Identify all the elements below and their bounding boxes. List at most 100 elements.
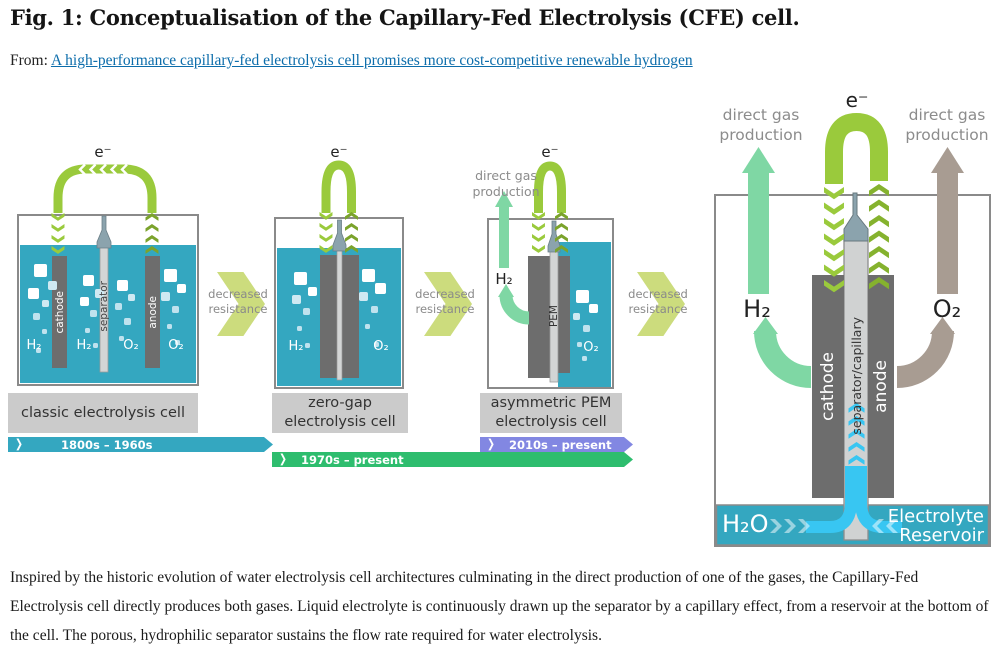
chevron-icon: [319, 212, 333, 220]
chevron-left-icon: [99, 163, 107, 176]
chevron-icon: [555, 245, 568, 253]
o2-label: O₂: [932, 295, 962, 323]
chevron-left-icon: [120, 163, 128, 176]
h2-label: H₂: [26, 338, 42, 353]
chevron-icon: [824, 280, 844, 293]
chevron-icon: [869, 199, 889, 212]
o2-label: O₂: [373, 339, 389, 354]
chevron-icon: [555, 223, 568, 231]
direct-gas-production-note: direct gas production: [719, 106, 803, 144]
chevron-icon: [345, 234, 358, 242]
chevron-icon: [848, 403, 865, 413]
anode-pem: [558, 256, 570, 373]
from-label: From:: [10, 52, 48, 69]
chevron-icon: [555, 212, 568, 220]
anode-cfe: [868, 275, 894, 498]
chevron-icon: [145, 235, 159, 243]
chevron-icon: [869, 230, 889, 243]
chevron-icon: [869, 246, 889, 259]
electron-label: e⁻: [94, 143, 112, 161]
chevron-icon: [319, 234, 333, 242]
gas-bubbles: [0, 0, 1, 1]
h2o-label: H₂O: [722, 510, 769, 538]
chevron-icon: [869, 261, 889, 274]
chevron-icon: [145, 213, 159, 221]
electron-path-arc-cfe: [825, 112, 888, 184]
anode-label: anode: [871, 360, 891, 413]
o2-gas-curve-head: [930, 317, 955, 334]
chevron-icon: [848, 416, 865, 426]
chevron-icon: [869, 277, 889, 290]
chevron-left-icon: [78, 163, 86, 176]
cell-caption-pem: asymmetric PEM electrolysis cell: [480, 393, 622, 433]
chevron-icon: [824, 264, 844, 277]
o2-gas-curve: [896, 330, 954, 388]
chevron-icon: [319, 223, 333, 231]
source-line: From: A high-performance capillary-fed e…: [10, 52, 693, 70]
timeline-label: 1800s – 1960s: [60, 437, 153, 452]
chevron-icon: [51, 235, 65, 243]
timeline-bar-zerogap: ❯ 1970s – present: [272, 452, 633, 467]
h2-gas-curve-head: [753, 317, 778, 334]
reservoir-label: Electrolyte Reservoir: [887, 506, 984, 546]
chevron-icon: [824, 187, 844, 200]
h2-gas-arrow: [748, 170, 769, 294]
transition-arrow: decreased resistance: [409, 272, 481, 336]
timeline-bar-pem: ❯ 2010s – present: [480, 437, 633, 452]
h2-gas-arrow: [499, 205, 509, 268]
figure-caption: Inspired by the historic evolution of wa…: [10, 569, 989, 644]
cathode-pem: [528, 256, 550, 378]
cathode-label: cathode: [53, 290, 66, 334]
chevron-icon: [532, 245, 545, 253]
chevron-icon: [848, 429, 865, 439]
cathode-classic: [52, 256, 67, 368]
decreased-resistance-label: decreased resistance: [628, 287, 688, 316]
timeline-bar-classic: ❯ 1800s – 1960s: [8, 437, 273, 452]
h2-label: H₂: [495, 270, 513, 288]
anode-zerogap: [342, 255, 359, 378]
capillary-flow-left: [806, 466, 857, 533]
chevron-icon: [824, 233, 844, 246]
timeline-chevron-icon: ❯: [487, 437, 495, 452]
timeline-label: 2010s – present: [508, 437, 612, 452]
timeline-chevron-icon: ❯: [15, 437, 23, 452]
figure-title: Fig. 1: Conceptualisation of the Capilla…: [10, 5, 800, 30]
chevron-icon: [824, 202, 844, 215]
h2-gas-curve-head: [498, 284, 514, 297]
chevron-icon: [848, 455, 865, 465]
decreased-resistance-label: decreased resistance: [208, 287, 268, 316]
separator-stem: [96, 215, 112, 249]
anode-label: anode: [146, 295, 159, 329]
chevron-left-icon: [88, 163, 97, 176]
chevron-icon: [555, 234, 568, 242]
chevron-icon: [824, 249, 844, 262]
chevron-icon: [51, 246, 65, 254]
chevron-icon: [345, 223, 358, 231]
timeline-chevron-icon: ❯: [279, 452, 287, 467]
anode-classic: [145, 256, 160, 368]
electron-path-arc: [534, 161, 566, 213]
cathode-label: cathode: [818, 352, 838, 421]
chevron-icon: [345, 245, 358, 253]
o2-label: O₂: [168, 338, 184, 353]
timeline-label: 1970s – present: [300, 452, 404, 467]
chevron-icon: [532, 212, 545, 220]
h2-label: H₂: [743, 295, 771, 323]
direct-gas-production-note: direct gas production: [472, 168, 540, 199]
chevron-icon: [798, 519, 810, 533]
chevron-icon: [532, 234, 545, 242]
electron-path-arc: [321, 160, 356, 213]
electron-label: e⁻: [845, 88, 869, 112]
direct-gas-production-note: direct gas production: [905, 106, 989, 144]
source-article-link[interactable]: A high-performance capillary-fed electro…: [50, 52, 693, 69]
chevron-icon: [869, 184, 889, 197]
h2-gas-arrowhead: [495, 191, 513, 207]
cell-caption-classic: classic electrolysis cell: [8, 393, 198, 433]
chevron-icon: [145, 246, 159, 254]
cathode-cfe: [812, 275, 844, 498]
chevron-icon: [51, 213, 65, 221]
chevron-icon: [51, 224, 65, 232]
chevron-icon: [869, 215, 889, 228]
cell-caption-zerogap: zero-gap electrolysis cell: [272, 393, 408, 433]
